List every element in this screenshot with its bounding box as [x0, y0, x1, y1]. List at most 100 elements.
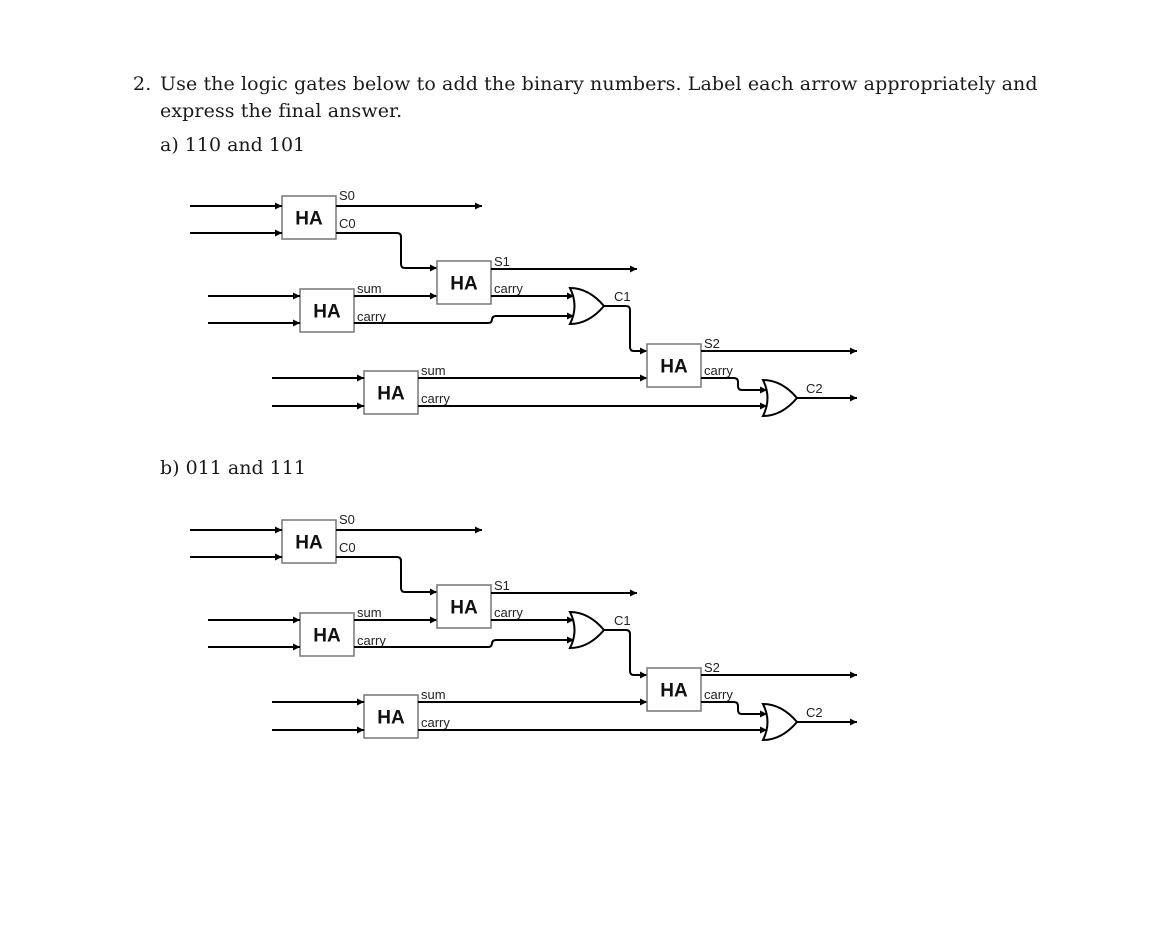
ha1-sum-wire-arrowhead [430, 616, 437, 624]
or-gate-1 [568, 610, 606, 650]
ha2-sum-label: sum [421, 687, 446, 702]
ha2-box [363, 694, 419, 739]
s0-label: S0 [339, 512, 355, 527]
s0-output-arrowhead [475, 526, 482, 534]
ha1-carry-label: carry [357, 309, 386, 324]
part-b-label: b) 011 and 111 [160, 457, 306, 479]
c0-wire-arrowhead [430, 264, 437, 272]
ha0-input-b-arrowhead [275, 229, 282, 237]
ha0-label: HA [295, 533, 323, 554]
ha-final-box [646, 343, 702, 388]
s1-label: S1 [494, 578, 510, 593]
ha-final-box [646, 667, 702, 712]
s1-output-arrowhead [630, 589, 637, 597]
ha1-input-a-arrowhead [293, 292, 300, 300]
c2-output-arrowhead [850, 394, 857, 402]
s0-label: S0 [339, 188, 355, 203]
s2-output-arrowhead [850, 347, 857, 355]
ha0-box [281, 519, 337, 564]
or-gate-2 [761, 378, 799, 418]
question-line-1: Use the logic gates below to add the bin… [160, 73, 1038, 95]
ha-mid-label: HA [450, 598, 478, 619]
ha-final-carry-wire [701, 701, 767, 715]
c2-label: C2 [806, 705, 823, 720]
ha1-box [299, 612, 355, 657]
c2-label: C2 [806, 381, 823, 396]
ha-mid-carry-wire-arrowhead [567, 292, 574, 300]
ha-final-carry-wire-arrowhead [760, 710, 767, 718]
ha-final-carry-wire-arrowhead [760, 386, 767, 394]
c0-wire [336, 232, 437, 269]
ha2-carry-wire-arrowhead [760, 402, 767, 410]
c1-wire [604, 305, 647, 352]
ha-final-label: HA [660, 681, 688, 702]
ha-final-carry-wire [701, 377, 767, 391]
ha1-carry-wire [354, 315, 574, 324]
ha-mid-carry-label: carry [494, 605, 523, 620]
ha1-sum-wire-arrowhead [430, 292, 437, 300]
ha1-carry-wire-arrowhead [567, 636, 574, 644]
ha2-input-a-arrowhead [357, 698, 364, 706]
ha1-sum-label: sum [357, 605, 382, 620]
ha0-box [281, 195, 337, 240]
ha1-input-a-arrowhead [293, 616, 300, 624]
s2-label: S2 [704, 336, 720, 351]
c1-wire-arrowhead [640, 671, 647, 679]
c1-label: C1 [614, 613, 631, 628]
question-line-2: express the final answer. [160, 100, 403, 122]
ha-mid-carry-wire-arrowhead [567, 616, 574, 624]
ha-mid-box [436, 584, 492, 629]
ha0-input-a-arrowhead [275, 526, 282, 534]
or-gate-2 [761, 702, 799, 742]
ha1-label: HA [313, 302, 341, 323]
ha-final-carry-label: carry [704, 687, 733, 702]
question-text: 2. Use the logic gates below to add the b… [133, 71, 1063, 125]
ha-mid-label: HA [450, 274, 478, 295]
ha1-box [299, 288, 355, 333]
s1-label: S1 [494, 254, 510, 269]
ha0-input-a-arrowhead [275, 202, 282, 210]
ha2-carry-wire-arrowhead [760, 726, 767, 734]
s1-output-arrowhead [630, 265, 637, 273]
ha0-input-b-arrowhead [275, 553, 282, 561]
adder-circuit-b: HAS0C0HAsumcarryHAS1carryC1HAsumcarryHAS… [190, 512, 857, 742]
ha2-sum-wire-arrowhead [640, 698, 647, 706]
question-number: 2. [133, 73, 152, 95]
ha1-carry-wire-arrowhead [567, 312, 574, 320]
ha1-input-b-arrowhead [293, 643, 300, 651]
c1-label: C1 [614, 289, 631, 304]
ha1-input-b-arrowhead [293, 319, 300, 327]
c0-wire [336, 556, 437, 593]
ha1-carry-label: carry [357, 633, 386, 648]
ha1-carry-wire [354, 639, 574, 648]
ha2-input-b-arrowhead [357, 402, 364, 410]
ha2-sum-label: sum [421, 363, 446, 378]
ha2-carry-label: carry [421, 715, 450, 730]
ha2-carry-label: carry [421, 391, 450, 406]
ha2-input-a-arrowhead [357, 374, 364, 382]
ha2-sum-wire-arrowhead [640, 374, 647, 382]
c1-wire-arrowhead [640, 347, 647, 355]
s2-label: S2 [704, 660, 720, 675]
part-a-label: a) 110 and 101 [160, 134, 306, 156]
ha0-label: HA [295, 209, 323, 230]
or-gate-1 [568, 286, 606, 326]
ha2-input-b-arrowhead [357, 726, 364, 734]
ha2-box [363, 370, 419, 415]
c0-label: C0 [339, 540, 356, 555]
c2-output-arrowhead [850, 718, 857, 726]
ha2-label: HA [377, 384, 405, 405]
ha1-sum-label: sum [357, 281, 382, 296]
ha2-label: HA [377, 708, 405, 729]
s0-output-arrowhead [475, 202, 482, 210]
c1-wire [604, 629, 647, 676]
c0-wire-arrowhead [430, 588, 437, 596]
ha1-label: HA [313, 626, 341, 647]
ha-mid-carry-label: carry [494, 281, 523, 296]
ha-final-label: HA [660, 357, 688, 378]
s2-output-arrowhead [850, 671, 857, 679]
adder-circuit-a: HAS0C0HAsumcarryHAS1carryC1HAsumcarryHAS… [190, 188, 857, 418]
ha-mid-box [436, 260, 492, 305]
ha-final-carry-label: carry [704, 363, 733, 378]
c0-label: C0 [339, 216, 356, 231]
